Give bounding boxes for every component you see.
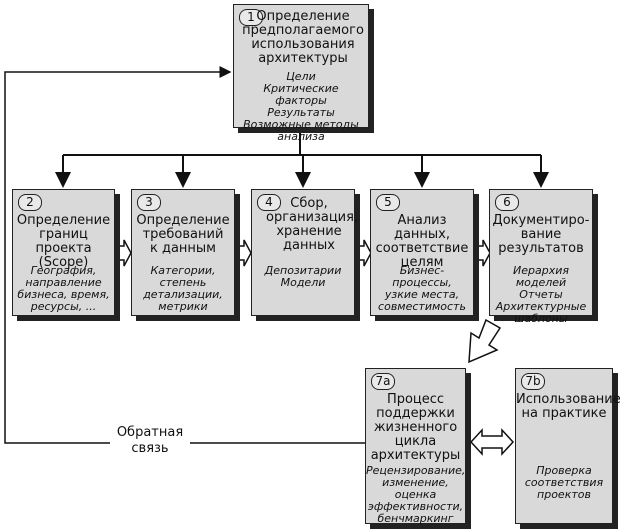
- step-number: 5: [376, 194, 400, 211]
- box-details: Рецензирование, изменение, оценка эффект…: [366, 464, 466, 525]
- box-1-define-usage: 1 Определение предполагаемого использова…: [233, 4, 369, 143]
- box-7a-lifecycle-support: 7a Процесс поддержки жизненного цикла ар…: [365, 368, 466, 525]
- double-arrow-7a-7b: [469, 428, 515, 456]
- step-number: 2: [18, 194, 42, 211]
- box-4-data-collection: 4 Сбор, организация, хранение данных Деп…: [251, 189, 359, 316]
- box-5-data-analysis: 5 Анализ данных, соответствие целям Бизн…: [370, 189, 474, 316]
- box-3-data-requirements: 3 Определение требований к данным Катего…: [131, 189, 235, 316]
- box-6-documentation: 6 Документиро- вание результатов Иерархи…: [489, 189, 593, 325]
- box-title: Определение требований к данным: [136, 213, 230, 256]
- box-title: Документиро- вание результатов: [492, 213, 590, 256]
- step-number: 1: [239, 9, 263, 26]
- step-number: 4: [257, 194, 281, 211]
- step-number: 6: [495, 194, 519, 211]
- box-title: Определение предполагаемого использовани…: [242, 9, 364, 66]
- box-2-define-scope: 2 Определение границ проекта (Scope) Гео…: [12, 189, 115, 316]
- box-title: Использование на практике: [516, 392, 620, 421]
- arrow-3-4: [234, 239, 252, 267]
- arrow-5-6: [473, 239, 491, 267]
- box-details: Депозитарии Модели: [264, 264, 342, 289]
- feedback-label: Обратная связь: [110, 425, 190, 457]
- box-details: Категории, степень детализации, метрики: [143, 264, 223, 313]
- arrow-6-to-7: [468, 318, 502, 364]
- box-title: Процесс поддержки жизненного цикла архит…: [370, 392, 461, 463]
- box-details: География, направление бизнеса, время, р…: [17, 264, 110, 313]
- step-number: 3: [137, 194, 161, 211]
- step-number: 7b: [521, 373, 545, 390]
- box-details: Цели Критические факторы Результаты Возм…: [243, 70, 359, 143]
- box-details: Проверка соответствия проектов: [524, 464, 604, 501]
- box-details: Иерархия моделей Отчеты Архитектурные ша…: [495, 264, 587, 325]
- arrow-4-5: [354, 239, 372, 267]
- box-details: Бизнес-процессы, узкие места, совместимо…: [378, 264, 466, 313]
- box-title: Анализ данных, соответствие целям: [375, 213, 469, 270]
- arrow-2-3: [114, 239, 132, 267]
- box-title: Сбор, организация, хранение данных: [266, 196, 359, 253]
- step-number: 7a: [371, 373, 395, 390]
- box-7b-practical-use: 7b Использование на практике Проверка со…: [515, 368, 620, 524]
- box-title: Определение границ проекта (Scope): [16, 213, 111, 270]
